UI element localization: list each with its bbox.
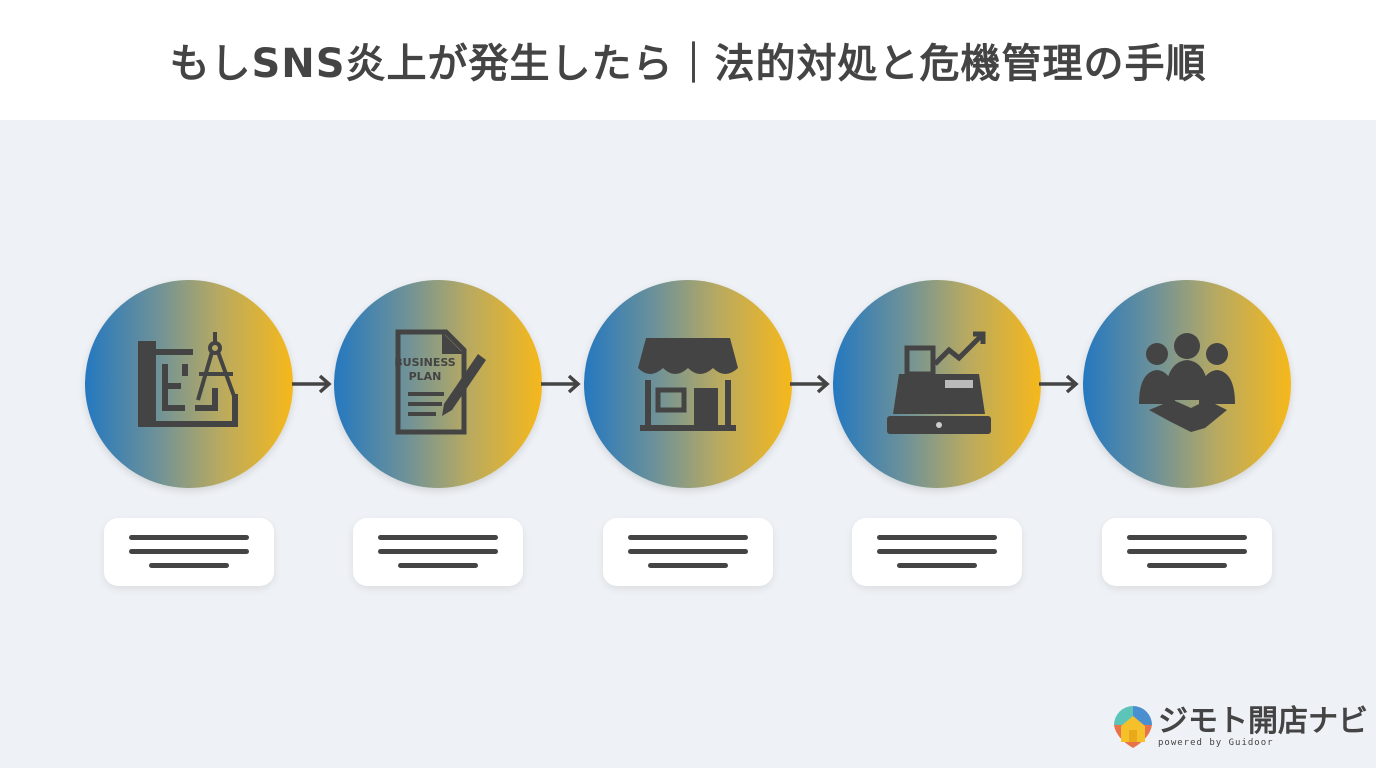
blueprint-compass-icon: [138, 332, 238, 427]
step-5-circle: [1083, 280, 1291, 488]
icon-text: PLAN: [409, 370, 442, 383]
step-3-text-placeholder: [603, 518, 773, 586]
logo-mark-icon: [1114, 706, 1152, 748]
arrow-right-icon: [1039, 374, 1079, 394]
step-3-circle: [584, 280, 792, 488]
arrow-right-icon: [541, 374, 581, 394]
step-1-text-placeholder: [104, 518, 274, 586]
step-5-text-placeholder: [1102, 518, 1272, 586]
logo-name: ジモト開店ナビ: [1158, 704, 1368, 739]
step-2-text-placeholder: [353, 518, 523, 586]
storefront-icon: [638, 338, 738, 431]
step-4-text-placeholder: [852, 518, 1022, 586]
team-handshake-icon: [1139, 333, 1235, 432]
step-4-circle: [833, 280, 1041, 488]
step-2-circle: BUSINESS PLAN: [334, 280, 542, 488]
arrow-right-icon: [790, 374, 830, 394]
brand-logo: ジモト開店ナビ powered by Guidoor: [1112, 704, 1368, 750]
cash-register-icon: [887, 331, 991, 434]
icon-text: BUSINESS: [394, 356, 455, 369]
step-1-circle: [85, 280, 293, 488]
business-plan-icon: BUSINESS PLAN: [394, 329, 486, 435]
header: もしSNS炎上が発生したら｜法的対処と危機管理の手順: [0, 0, 1376, 120]
logo-tagline: powered by Guidoor: [1158, 738, 1274, 748]
page-title: もしSNS炎上が発生したら｜法的対処と危機管理の手順: [169, 41, 1207, 87]
arrow-right-icon: [292, 374, 332, 394]
